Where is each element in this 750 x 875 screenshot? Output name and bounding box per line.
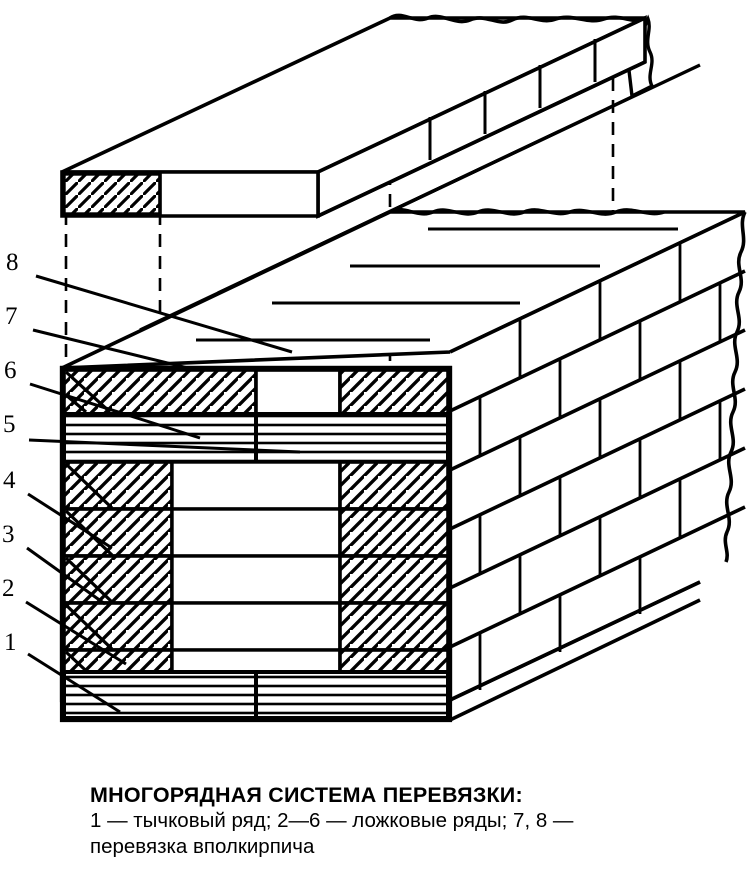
masonry-isometric-diagram [25, 13, 747, 723]
caption-title: МНОГОРЯДНАЯ СИСТЕМА ПЕРЕВЯЗКИ: [90, 783, 523, 807]
callout-number-8: 8 [6, 249, 19, 276]
leader-lines [25, 274, 301, 714]
callout-number-6: 6 [4, 357, 17, 384]
upper-floating-course [60, 13, 655, 219]
wall-top-face [61, 63, 746, 370]
leader-7 [32, 328, 197, 372]
callout-number-3: 3 [2, 521, 15, 548]
leader-5 [28, 438, 301, 454]
middle-open-cells [170, 460, 342, 698]
left-stretcher-column [62, 460, 174, 698]
callout-number-2: 2 [2, 575, 15, 602]
callout-number-4: 4 [3, 467, 16, 494]
figure-caption: МНОГОРЯДНАЯ СИСТЕМА ПЕРЕВЯЗКИ: 1 — тычко… [0, 782, 750, 860]
leader-6 [29, 382, 201, 440]
leader-8 [35, 274, 293, 354]
leader-4 [27, 492, 113, 550]
leader-3 [26, 546, 106, 606]
callout-number-1: 1 [4, 629, 17, 656]
callout-number-5: 5 [3, 411, 16, 438]
leader-1 [27, 652, 121, 714]
wall-cross-section [59, 365, 453, 723]
wall-bottom-edge [448, 368, 701, 722]
caption-line-3: перевязка вполкирпича [90, 835, 315, 858]
caption-line-2: 1 — тычковый ряд; 2—6 — ложковые ряды; 7… [90, 809, 574, 832]
wall-right-face [449, 210, 747, 702]
right-stretcher-column [338, 460, 450, 698]
leader-2 [25, 600, 127, 666]
callout-number-7: 7 [5, 303, 18, 330]
